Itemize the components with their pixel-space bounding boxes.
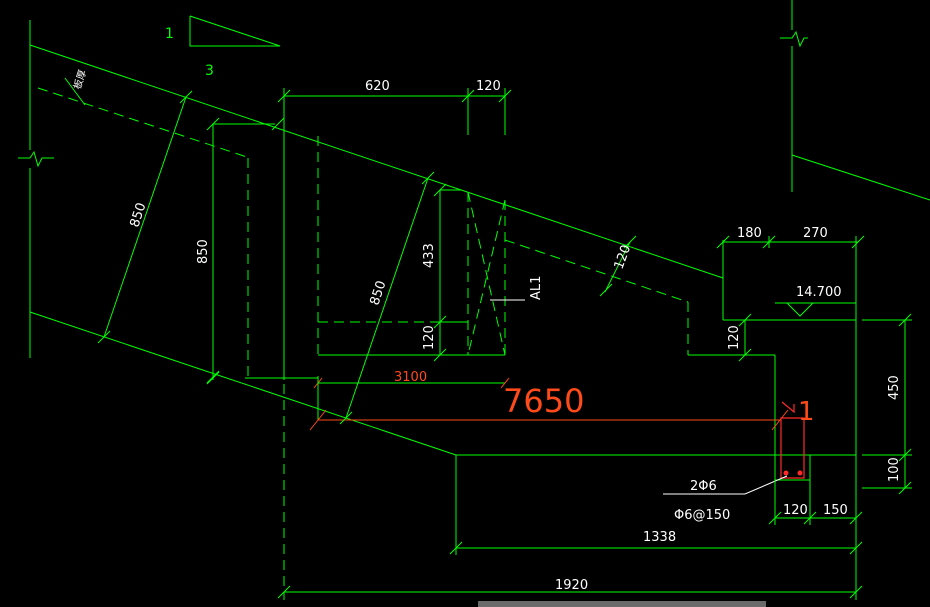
dim-120-mid-label: 120 xyxy=(422,325,437,350)
slab-ticks xyxy=(97,90,637,425)
dim-433-label: 433 xyxy=(422,243,437,268)
dim-850-vert-label: 850 xyxy=(196,239,211,264)
dim-850-left-diag-label: 850 xyxy=(128,201,150,229)
dim-850-vert xyxy=(206,117,220,385)
rebar-stirrup-label: Φ6@150 xyxy=(674,508,730,523)
left-break-line xyxy=(18,20,54,358)
dim-top xyxy=(277,88,512,135)
platform-right xyxy=(716,235,865,455)
dim-1338-label: 1338 xyxy=(643,530,676,545)
dim-180-label: 180 xyxy=(737,226,762,241)
dim-620-label: 620 xyxy=(365,79,390,94)
horizontal-scrollbar[interactable] xyxy=(478,601,766,607)
al1-column xyxy=(467,191,525,356)
right-break-line xyxy=(780,0,930,201)
dim-bottom xyxy=(277,455,863,600)
dim-120-bottom-label: 120 xyxy=(783,503,808,518)
dim-120-diag-label: 120 xyxy=(612,243,635,271)
slope-run-label: 3 xyxy=(205,63,214,79)
dim-7650 xyxy=(309,409,789,431)
beam-section xyxy=(663,401,811,495)
elevation-label: 14.700 xyxy=(796,285,842,300)
dim-450-label: 450 xyxy=(887,375,902,400)
left-note-label: 板厚 xyxy=(70,68,89,91)
dim-3100-label: 3100 xyxy=(394,370,427,385)
member-al1-label: AL1 xyxy=(529,276,544,300)
slope-rise-label: 1 xyxy=(165,26,174,42)
dim-7650-label: 7650 xyxy=(503,382,584,420)
dim-100-label: 100 xyxy=(887,457,902,482)
dim-850-mid-diag-label: 850 xyxy=(368,279,390,307)
dim-433-120 xyxy=(433,183,462,362)
stair-slab-outline xyxy=(29,44,856,456)
dim-right-vertical xyxy=(862,313,912,495)
slope-ratio-symbol: 1 3 xyxy=(165,15,281,79)
dim-270-label: 270 xyxy=(803,226,828,241)
dim-120-top-label: 120 xyxy=(476,79,501,94)
rebar-main-label: 2Φ6 xyxy=(690,479,717,494)
section-mark-label: 1 xyxy=(798,397,815,427)
diagonal-thickness-lines xyxy=(64,77,429,419)
dim-120-right-label: 120 xyxy=(727,325,742,350)
dim-150-label: 150 xyxy=(823,503,848,518)
vertical-walls xyxy=(212,123,319,600)
dim-3100 xyxy=(313,376,510,420)
dim-1920-label: 1920 xyxy=(555,578,588,593)
